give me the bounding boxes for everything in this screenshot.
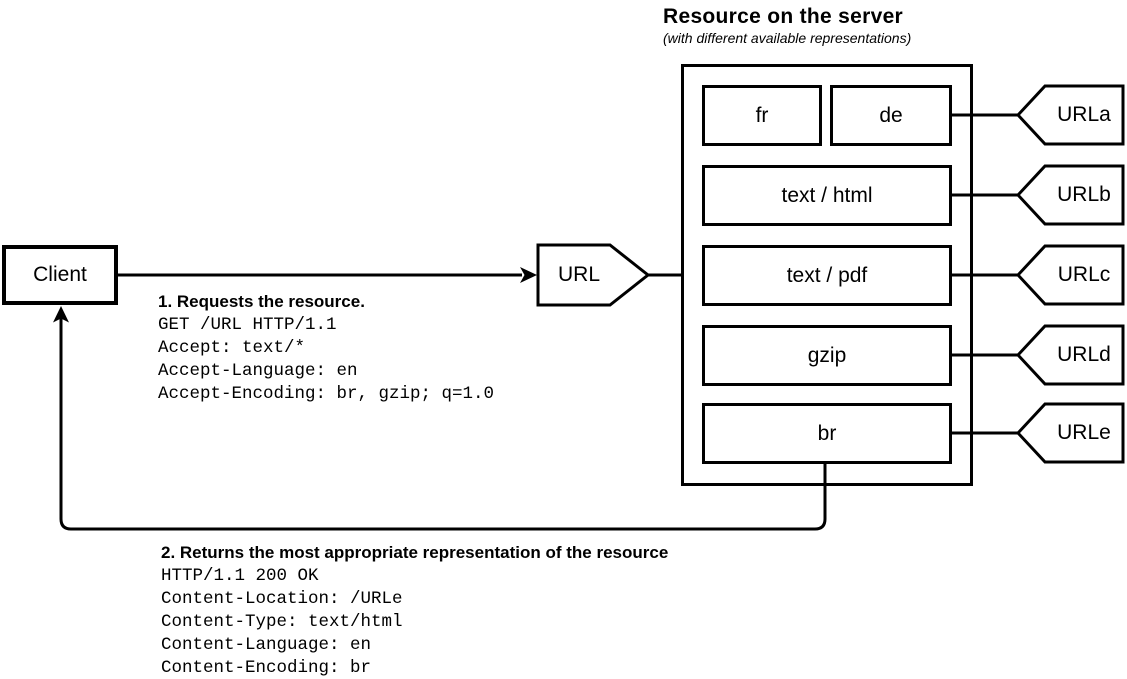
request-line: Accept-Encoding: br, gzip; q=1.0	[158, 384, 495, 404]
request-line: Accept-Language: en	[158, 361, 358, 381]
urlb-tag-shape	[1015, 164, 1125, 226]
urlc-tag-shape	[1015, 244, 1125, 306]
urlb-tag-label: URLb	[1057, 183, 1111, 206]
request-heading: 1. Requests the resource.	[158, 292, 365, 311]
request-line: Accept: text/*	[158, 338, 306, 358]
server-title-group: Resource on the server (with different a…	[663, 5, 911, 47]
representation-de: de	[830, 85, 952, 146]
urla-tag-label: URLa	[1057, 103, 1111, 126]
urld-tag-label: URLd	[1057, 343, 1111, 366]
response-return-line	[59, 314, 827, 531]
representation-fr: fr	[702, 85, 822, 146]
response-line: Content-Type: text/html	[161, 612, 403, 632]
server-subtitle: (with different available representation…	[663, 30, 912, 46]
response-line: Content-Location: /URLe	[161, 589, 403, 609]
up-arrowhead-icon	[53, 306, 69, 323]
client-label: Client	[33, 263, 87, 286]
server-title: Resource on the server	[663, 5, 904, 28]
response-line: HTTP/1.1 200 OK	[161, 566, 319, 586]
right-arrowhead-icon	[520, 267, 537, 283]
urle-tag-label: URLe	[1057, 421, 1111, 444]
response-line: Content-Language: en	[161, 635, 372, 655]
response-heading: 2. Returns the most appropriate represen…	[161, 543, 669, 562]
urla-tag-shape	[1015, 84, 1125, 146]
urld-tag-shape	[1015, 324, 1125, 386]
url-node-label: URL	[557, 263, 600, 286]
representation-br: br	[702, 403, 952, 464]
url-pentagon-shape	[536, 243, 651, 307]
urle-tag-shape	[1015, 402, 1125, 464]
representation-gzip: gzip	[702, 325, 952, 386]
representation-text-pdf: text / pdf	[702, 245, 952, 306]
request-line: GET /URL HTTP/1.1	[158, 315, 337, 335]
response-message-block: 2. Returns the most appropriate represen…	[161, 543, 668, 679]
client-node: Client	[2, 245, 118, 305]
representation-text-html: text / html	[702, 165, 952, 226]
response-line: Content-Encoding: br	[161, 658, 372, 678]
urlc-tag-label: URLc	[1057, 263, 1111, 286]
request-message-block: 1. Requests the resource. GET /URL HTTP/…	[158, 292, 494, 406]
